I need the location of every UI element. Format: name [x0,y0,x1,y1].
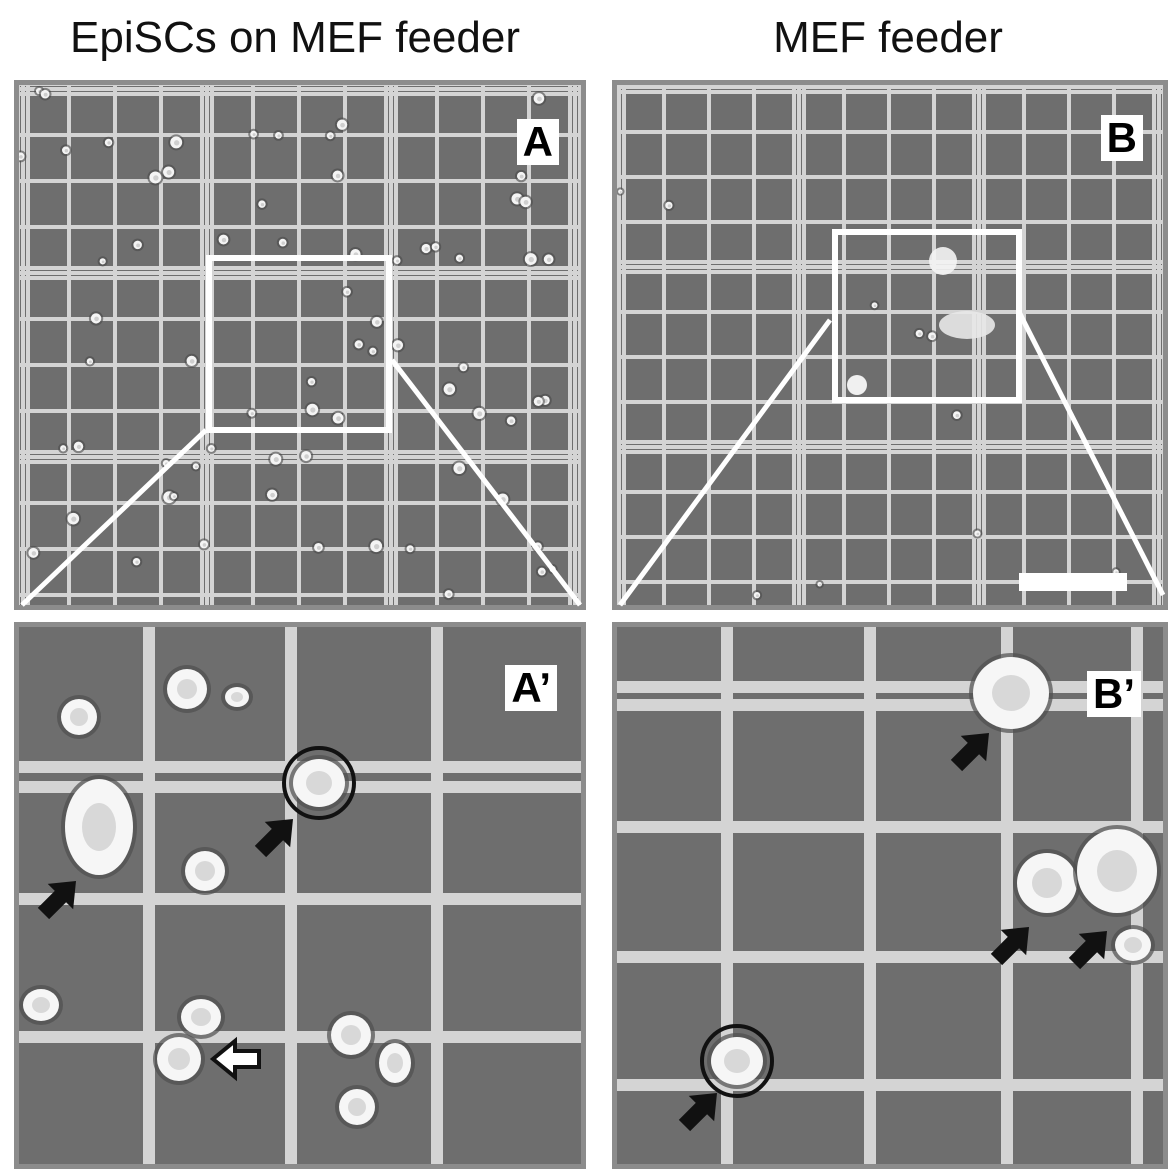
micrograph-panel-b-zoom: B’ [612,622,1168,1169]
cell-cluster [617,187,1121,601]
micrograph-image-b [617,85,1163,605]
column-title-episcs: EpiSCs on MEF feeder [70,13,520,62]
micrograph-panel-b: B [612,80,1168,610]
circle-marker-icon [282,746,356,820]
black-arrow-icon [37,881,76,920]
micrograph-image-b-zoom [617,627,1163,1164]
inset-box [206,255,392,433]
column-title-mef: MEF feeder [773,13,1003,62]
micrograph-panel-a-zoom: A’ [14,622,586,1169]
white-arrow-icon [209,1036,261,1082]
micrograph-panel-a: A [14,80,586,610]
black-arrow-icon [1068,931,1107,970]
black-arrow-icon [678,1093,717,1132]
cell-cluster [707,653,1161,1089]
black-arrow-icon [254,819,293,858]
micrograph-image-a-zoom [19,627,581,1164]
circle-marker-icon [700,1024,774,1098]
black-arrow-icon [990,927,1029,966]
panel-label-a-zoom: A’ [505,665,557,711]
scale-bar [1019,573,1127,591]
black-arrow-icon [950,733,989,772]
panel-label-b-zoom: B’ [1087,671,1141,717]
cell-cluster [19,665,415,1129]
micrograph-image-a [19,85,581,605]
panel-label-a: A [516,119,559,165]
panel-label-b: B [1100,115,1143,161]
